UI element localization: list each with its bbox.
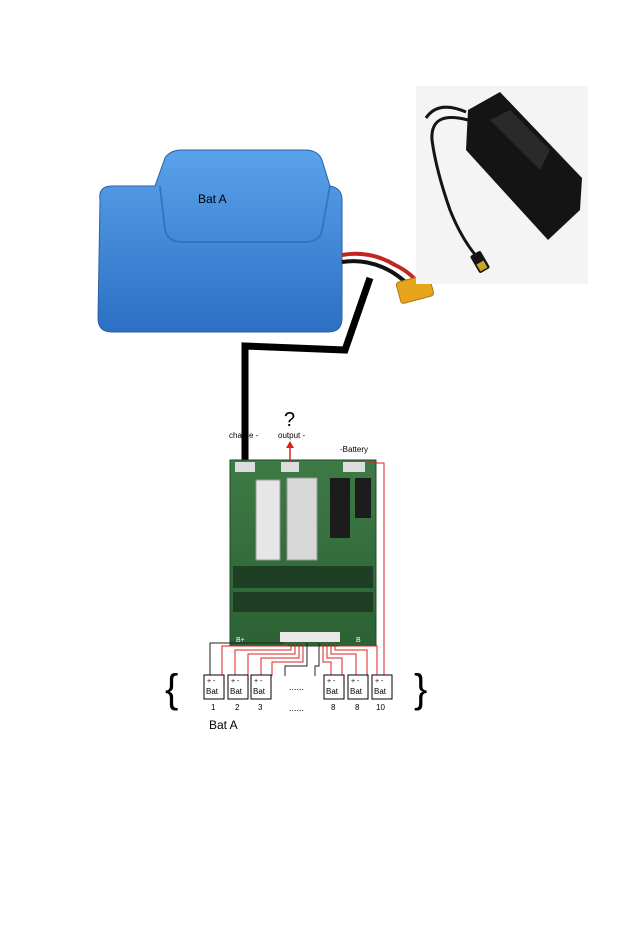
cell-1-label: Bat bbox=[206, 687, 219, 696]
bms-board: B+ B bbox=[230, 460, 376, 646]
cell-3-label: Bat bbox=[253, 687, 266, 696]
cell-8a-label: Bat bbox=[326, 687, 339, 696]
cell-8a-polarity: + - bbox=[327, 678, 336, 685]
ellipsis-top: ...... bbox=[289, 682, 304, 692]
cell-2: + - Bat 2 bbox=[228, 675, 248, 712]
cell-8a-number: 8 bbox=[331, 703, 336, 712]
battery-pack-image: Bat A bbox=[98, 150, 434, 332]
cell-8b-label: Bat bbox=[350, 687, 363, 696]
cell-1: + - Bat 1 bbox=[204, 675, 224, 712]
cell-3: + - Bat 3 bbox=[251, 675, 271, 712]
output-label: output - bbox=[278, 431, 305, 440]
battery-pack-label: Bat A bbox=[198, 192, 227, 206]
cell-8b: + - Bat 8 bbox=[348, 675, 368, 712]
cell-10: + - Bat 10 bbox=[372, 675, 392, 712]
bms-marking-right: B bbox=[356, 637, 361, 644]
cell-3-polarity: + - bbox=[254, 678, 263, 685]
cell-10-label: Bat bbox=[374, 687, 387, 696]
cell-1-polarity: + - bbox=[207, 678, 216, 685]
group-label: Bat A bbox=[209, 718, 238, 732]
cell-8a: + - Bat 8 bbox=[324, 675, 344, 712]
cell-2-number: 2 bbox=[235, 703, 240, 712]
cell-2-polarity: + - bbox=[231, 678, 240, 685]
cell-8b-number: 8 bbox=[355, 703, 360, 712]
cell-2-label: Bat bbox=[230, 687, 243, 696]
cell-10-polarity: + - bbox=[375, 678, 384, 685]
cell-1-number: 1 bbox=[211, 703, 216, 712]
ellipsis-bottom: ...... bbox=[289, 703, 304, 713]
cell-8b-polarity: + - bbox=[351, 678, 360, 685]
question-mark: ? bbox=[284, 409, 295, 431]
cell-10-number: 10 bbox=[376, 703, 385, 712]
balance-wires bbox=[210, 643, 377, 676]
charger-image bbox=[416, 86, 588, 284]
charge-label: charge - bbox=[229, 431, 259, 440]
right-brace: } bbox=[414, 667, 427, 711]
battery-terminal-label: -Battery bbox=[340, 445, 368, 454]
left-brace: { bbox=[165, 667, 178, 711]
cell-3-number: 3 bbox=[258, 703, 263, 712]
